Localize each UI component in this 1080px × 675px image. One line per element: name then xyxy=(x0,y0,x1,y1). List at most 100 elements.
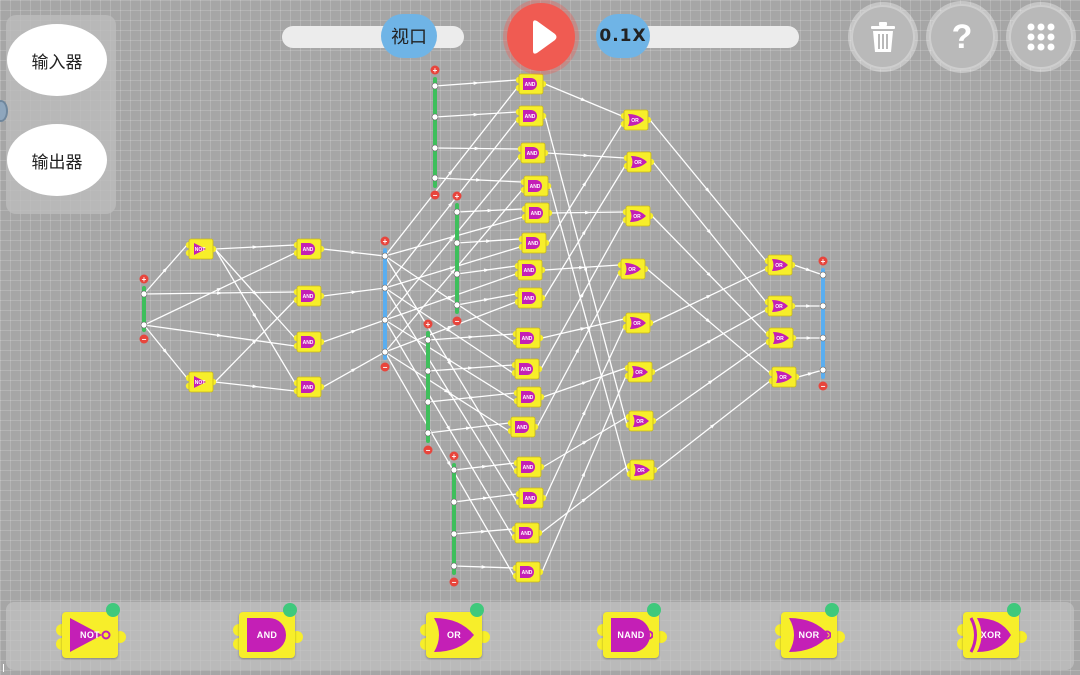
pin-button[interactable] xyxy=(818,256,828,266)
bus-pin[interactable] xyxy=(140,290,148,298)
logic-gate[interactable]: AND xyxy=(515,105,547,127)
pin-button[interactable] xyxy=(423,319,433,329)
pin-button[interactable] xyxy=(452,316,462,326)
io-bus[interactable]: +− xyxy=(423,319,433,456)
bus-pin[interactable] xyxy=(431,174,439,182)
gate-help-badge[interactable] xyxy=(283,603,297,617)
bus-pin[interactable] xyxy=(450,530,458,538)
bus-pin[interactable] xyxy=(819,334,827,342)
logic-gate[interactable]: AND xyxy=(293,376,325,398)
gate-help-badge[interactable] xyxy=(106,603,120,617)
logic-gate[interactable]: AND xyxy=(521,202,553,224)
io-bus[interactable]: +− xyxy=(430,65,440,201)
bus-pin[interactable] xyxy=(424,429,432,437)
viewport-slider-thumb[interactable]: 视口 xyxy=(381,14,437,58)
logic-gate[interactable]: OR xyxy=(623,151,655,173)
logic-gate[interactable]: AND xyxy=(511,358,543,380)
logic-gate[interactable]: AND xyxy=(293,331,325,353)
pin-button[interactable] xyxy=(380,236,390,246)
gate-help-badge[interactable] xyxy=(825,603,839,617)
logic-gate[interactable]: OR xyxy=(626,459,658,481)
menu-button[interactable] xyxy=(1009,5,1073,69)
bus-pin[interactable] xyxy=(424,398,432,406)
pin-button[interactable] xyxy=(818,381,828,391)
logic-gate[interactable]: OR xyxy=(617,258,649,280)
bus-pin[interactable] xyxy=(381,252,389,260)
bus-pin[interactable] xyxy=(424,336,432,344)
gate-help-badge[interactable] xyxy=(647,603,661,617)
pin-button[interactable] xyxy=(449,577,459,587)
pin-button[interactable] xyxy=(139,334,149,344)
logic-gate[interactable]: OR xyxy=(622,312,654,334)
bus-pin[interactable] xyxy=(140,321,148,329)
logic-gate[interactable]: OR xyxy=(625,410,657,432)
speed-slider-track[interactable] xyxy=(610,26,799,48)
bus-pin[interactable] xyxy=(381,316,389,324)
bus-pin[interactable] xyxy=(453,301,461,309)
logic-gate[interactable]: OR xyxy=(768,366,800,388)
toolbox-gate-or[interactable]: OR xyxy=(420,603,490,664)
pin-button[interactable] xyxy=(430,65,440,75)
play-button[interactable] xyxy=(507,3,575,71)
bus-pin[interactable] xyxy=(453,270,461,278)
logic-gate[interactable]: NOT xyxy=(185,238,217,260)
gate-help-badge[interactable] xyxy=(1007,603,1021,617)
logic-gate[interactable]: AND xyxy=(507,416,539,438)
logic-gate[interactable]: AND xyxy=(514,259,546,281)
pin-button[interactable] xyxy=(449,451,459,461)
input-button[interactable]: 输入器 xyxy=(7,24,107,96)
bus-pin[interactable] xyxy=(819,302,827,310)
logic-gate[interactable]: AND xyxy=(515,487,547,509)
io-bus[interactable]: +− xyxy=(449,451,459,588)
logic-gate[interactable]: OR xyxy=(764,254,796,276)
toolbox-gate-nor[interactable]: NOR xyxy=(775,603,845,664)
speed-slider-thumb[interactable]: 0.1X xyxy=(596,14,650,58)
toolbox-gate-not[interactable]: NOT xyxy=(56,603,126,664)
logic-gate[interactable]: AND xyxy=(293,285,325,307)
pin-button[interactable] xyxy=(430,190,440,200)
toolbox-gate-and[interactable]: AND xyxy=(233,603,303,664)
pin-button[interactable] xyxy=(452,191,462,201)
toolbox-gate-xor[interactable]: XOR xyxy=(957,603,1027,664)
bus-pin[interactable] xyxy=(819,366,827,374)
bus-pin[interactable] xyxy=(819,271,827,279)
gate-help-badge[interactable] xyxy=(470,603,484,617)
logic-gate[interactable]: AND xyxy=(517,142,549,164)
logic-gate[interactable]: AND xyxy=(520,175,552,197)
toolbox-gate-nand[interactable]: NAND xyxy=(597,603,667,664)
logic-gate[interactable]: AND xyxy=(293,238,325,260)
logic-gate[interactable]: AND xyxy=(514,287,546,309)
io-bus[interactable]: +− xyxy=(818,256,828,392)
pin-button[interactable] xyxy=(139,274,149,284)
logic-gate[interactable]: OR xyxy=(622,205,654,227)
logic-gate[interactable]: AND xyxy=(511,522,543,544)
pin-button[interactable] xyxy=(423,445,433,455)
logic-gate[interactable]: AND xyxy=(512,327,544,349)
output-button[interactable]: 输出器 xyxy=(7,124,107,196)
bus-pin[interactable] xyxy=(450,562,458,570)
bus-pin[interactable] xyxy=(431,113,439,121)
logic-gate[interactable]: NOT xyxy=(185,371,217,393)
logic-gate[interactable]: OR xyxy=(624,361,656,383)
bus-pin[interactable] xyxy=(453,239,461,247)
bus-pin[interactable] xyxy=(431,82,439,90)
help-button[interactable]: ? xyxy=(929,4,995,70)
bus-pin[interactable] xyxy=(453,208,461,216)
io-bus[interactable]: +− xyxy=(380,236,390,373)
logic-gate[interactable]: OR xyxy=(764,295,796,317)
logic-gate[interactable]: AND xyxy=(515,73,547,95)
logic-gate[interactable]: OR xyxy=(620,109,652,131)
io-bus[interactable]: +− xyxy=(452,191,462,327)
bus-pin[interactable] xyxy=(424,367,432,375)
logic-gate[interactable]: AND xyxy=(518,232,550,254)
bus-pin[interactable] xyxy=(381,348,389,356)
pin-button[interactable] xyxy=(380,362,390,372)
logic-gate[interactable]: OR xyxy=(765,327,797,349)
io-bus[interactable]: +− xyxy=(139,274,149,345)
bus-pin[interactable] xyxy=(431,144,439,152)
bus-pin[interactable] xyxy=(381,284,389,292)
bus-pin[interactable] xyxy=(450,498,458,506)
delete-button[interactable] xyxy=(851,5,915,69)
bus-pin[interactable] xyxy=(450,466,458,474)
